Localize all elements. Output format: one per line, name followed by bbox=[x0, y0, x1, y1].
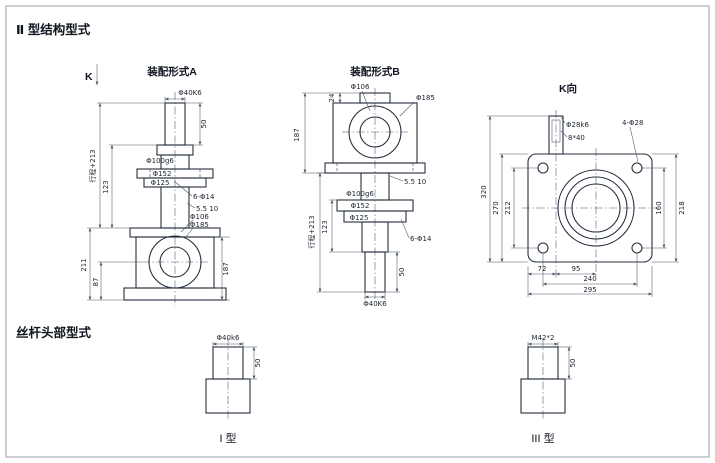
view-b-centerlines bbox=[342, 88, 408, 300]
view-k-dim-lines bbox=[487, 115, 679, 297]
dim-bore-dia: Φ106 bbox=[190, 213, 209, 221]
dim-bottom-a: 72 bbox=[538, 265, 547, 273]
dim-worm-dia: Φ28k6 bbox=[566, 121, 589, 129]
dim-housing-h: 211 bbox=[80, 258, 88, 271]
dim-bottom-b: 95 bbox=[572, 265, 581, 273]
dim-flange-dia: Φ152 bbox=[351, 202, 370, 210]
dim-shaft-dia: Φ40K6 bbox=[363, 300, 387, 308]
dim-stroke: 行程+213 bbox=[307, 215, 316, 248]
dim-bolt-holes: 6-Φ14 bbox=[410, 235, 432, 243]
view-k: K向 bbox=[480, 82, 686, 297]
view-a-centerlines bbox=[142, 92, 208, 306]
screw-head-type3: M42*2 50 III 型 bbox=[520, 334, 577, 445]
view-a-dim-lines bbox=[87, 97, 230, 301]
dim-cap-h: 24 bbox=[328, 93, 336, 102]
view-a-dim-labels: Φ40K6 50 行程+213 123 Φ100g6 Φ152 Φ125 6-Φ… bbox=[80, 89, 230, 286]
view-k-dim-labels: Φ28k6 8*40 4-Φ28 320 270 212 160 218 72 … bbox=[480, 119, 686, 294]
dim-spigot-dia: Φ125 bbox=[151, 179, 170, 187]
view-b: 装配形式B bbox=[293, 65, 435, 308]
dim-shaft-len: 50 bbox=[398, 268, 406, 277]
screw-head-section: 丝杆头部型式 Φ40k6 50 I 型 M42*2 bbox=[16, 325, 577, 445]
dim-mid-len: 123 bbox=[321, 220, 329, 233]
view-b-dim-labels: 24 Φ106 Φ185 187 5.5 10 Φ100g6 Φ152 Φ125… bbox=[293, 83, 435, 308]
view-a: 装配形式A K bbox=[80, 64, 230, 306]
dim-boss-dia: Φ185 bbox=[416, 94, 435, 102]
page-title: Ⅱ 型结构型式 bbox=[16, 22, 91, 37]
dim-boss-dia: Φ185 bbox=[190, 221, 209, 229]
dim-type1-dia: Φ40k6 bbox=[217, 334, 240, 342]
dim-corner-holes: 4-Φ28 bbox=[622, 119, 643, 127]
dim-left-outer: 320 bbox=[480, 185, 488, 198]
screw-head-type1: Φ40k6 50 I 型 bbox=[205, 334, 262, 445]
dim-worm-key: 8*40 bbox=[568, 134, 585, 142]
dim-base-h: 87 bbox=[92, 278, 100, 287]
dim-shaft-dia: Φ40K6 bbox=[178, 89, 202, 97]
dim-type3-len: 50 bbox=[569, 359, 577, 368]
view-b-outline bbox=[324, 92, 426, 293]
dim-flange-dia: Φ152 bbox=[153, 170, 172, 178]
view-b-dim-lines bbox=[302, 90, 415, 300]
dim-left-inner: 212 bbox=[504, 201, 512, 214]
dim-key: 5.5 10 bbox=[404, 178, 426, 186]
dim-stroke: 行程+213 bbox=[88, 149, 97, 182]
dim-shaft-len: 50 bbox=[200, 120, 208, 129]
screw-head-type3-label: III 型 bbox=[531, 431, 554, 445]
dim-key: 5.5 10 bbox=[196, 205, 218, 213]
dim-left-mid: 270 bbox=[492, 201, 500, 214]
dim-right-inner: 160 bbox=[655, 201, 663, 214]
dim-housing-h: 187 bbox=[293, 128, 301, 141]
dim-spigot-dia: Φ125 bbox=[350, 214, 369, 222]
dim-type1-len: 50 bbox=[254, 359, 262, 368]
dim-bolt-holes: 6-Φ14 bbox=[193, 193, 215, 201]
view-k-label: K向 bbox=[559, 82, 577, 95]
screw-head-title: 丝杆头部型式 bbox=[16, 325, 92, 340]
dim-bore-dia: Φ106 bbox=[351, 83, 370, 91]
dim-bottom-c: 240 bbox=[583, 275, 596, 283]
dim-right-outer: 218 bbox=[678, 201, 686, 214]
dim-tube-dia: Φ100g6 bbox=[146, 157, 174, 165]
view-a-outline bbox=[123, 102, 227, 301]
dim-mid-len: 123 bbox=[102, 180, 110, 193]
dim-bottom-d: 295 bbox=[583, 286, 596, 294]
screw-head-type1-label: I 型 bbox=[219, 431, 236, 445]
dim-type3-dia: M42*2 bbox=[532, 334, 555, 342]
dim-tube-dia: Φ100g6 bbox=[346, 190, 374, 198]
k-direction-marker: K bbox=[85, 71, 93, 83]
view-b-label: 装配形式B bbox=[349, 65, 400, 78]
view-a-label: 装配形式A bbox=[146, 65, 197, 78]
dim-side-h: 187 bbox=[222, 262, 230, 275]
